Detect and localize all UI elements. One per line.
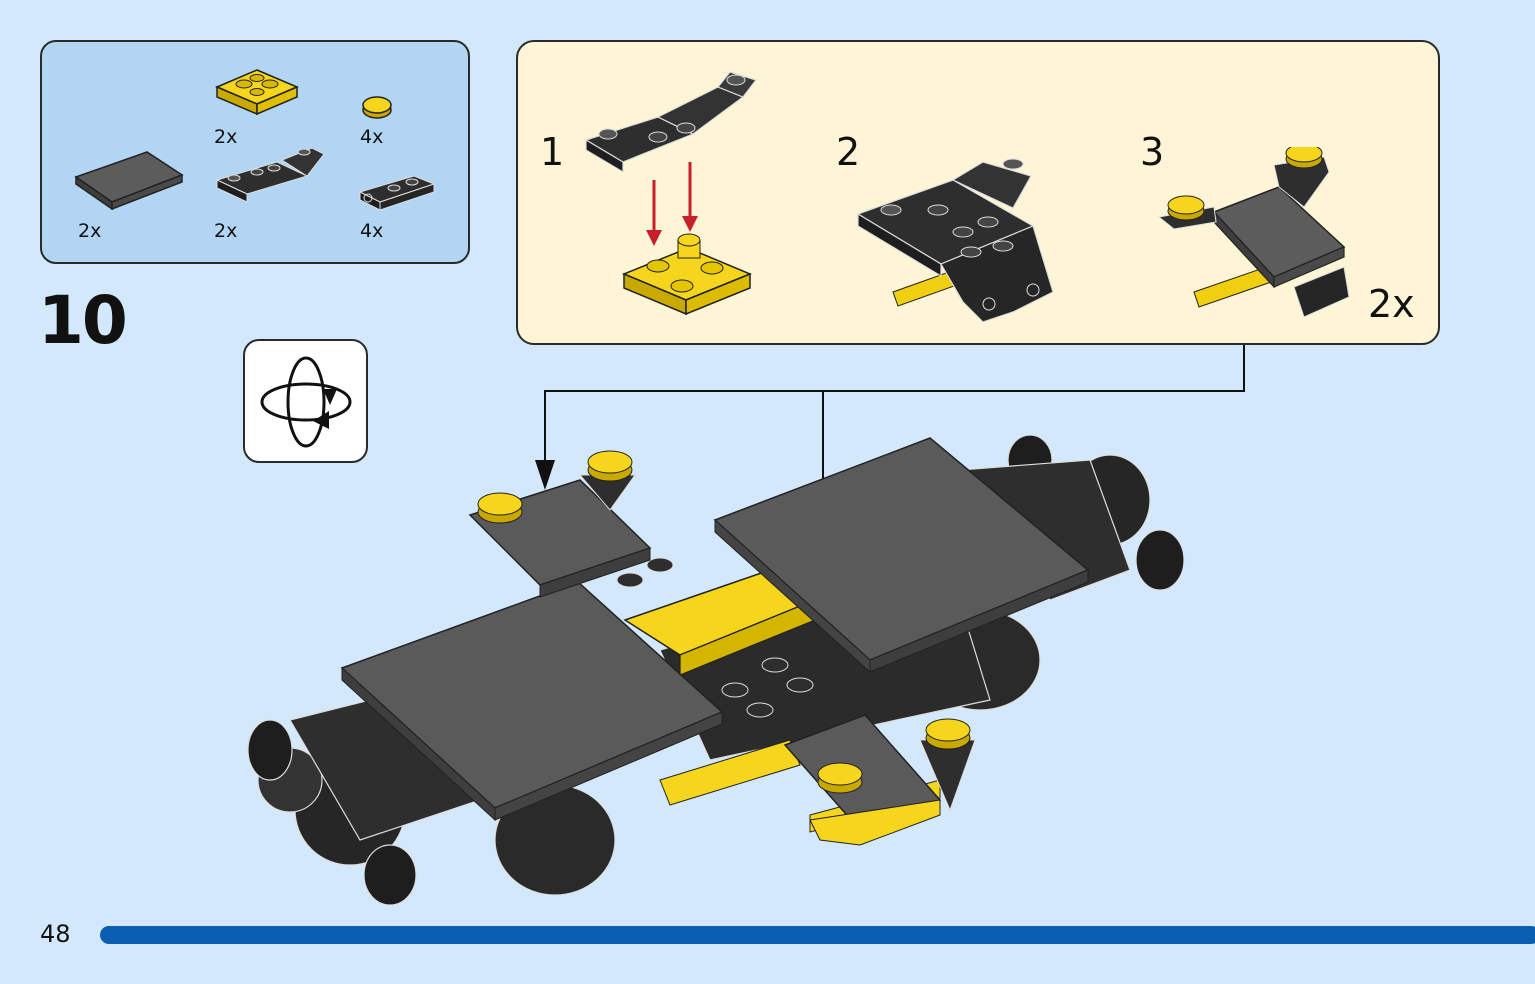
part-qty-clip-plate: 4x — [360, 220, 384, 242]
substep-box: 1 2 3 2x — [516, 40, 1440, 345]
step-number: 10 — [38, 282, 128, 359]
black-clip-plate-icon — [358, 175, 436, 211]
substep-1-illustration — [584, 71, 758, 316]
yellow-round-tile-icon — [362, 96, 392, 119]
rotate-model-icon — [260, 356, 352, 448]
yellow-2x2-inverted-plate-icon — [215, 69, 299, 116]
black-inverted-bracket-icon — [215, 147, 325, 203]
substep-number-3: 3 — [1140, 130, 1165, 174]
page-number: 48 — [40, 920, 71, 948]
part-qty-bracket: 2x — [214, 220, 238, 242]
progress-bar — [100, 926, 1535, 944]
substep-number-2: 2 — [836, 130, 861, 174]
rotate-hint-box — [243, 339, 368, 463]
substep-3-illustration — [1157, 147, 1350, 318]
part-qty-yellow-plate: 2x — [214, 126, 238, 148]
main-model-illustration — [247, 434, 1185, 906]
callout-arrow-left — [535, 460, 555, 490]
dark-grey-tile-icon — [74, 151, 184, 211]
substep-2-illustration — [856, 158, 1054, 322]
parts-list-box: 2x 4x 2x 2x 4x — [40, 40, 470, 264]
part-qty-grey-tile: 2x — [78, 220, 102, 242]
part-qty-round-tile: 4x — [360, 126, 384, 148]
substep-multiplier: 2x — [1368, 282, 1415, 326]
substep-number-1: 1 — [540, 130, 565, 174]
